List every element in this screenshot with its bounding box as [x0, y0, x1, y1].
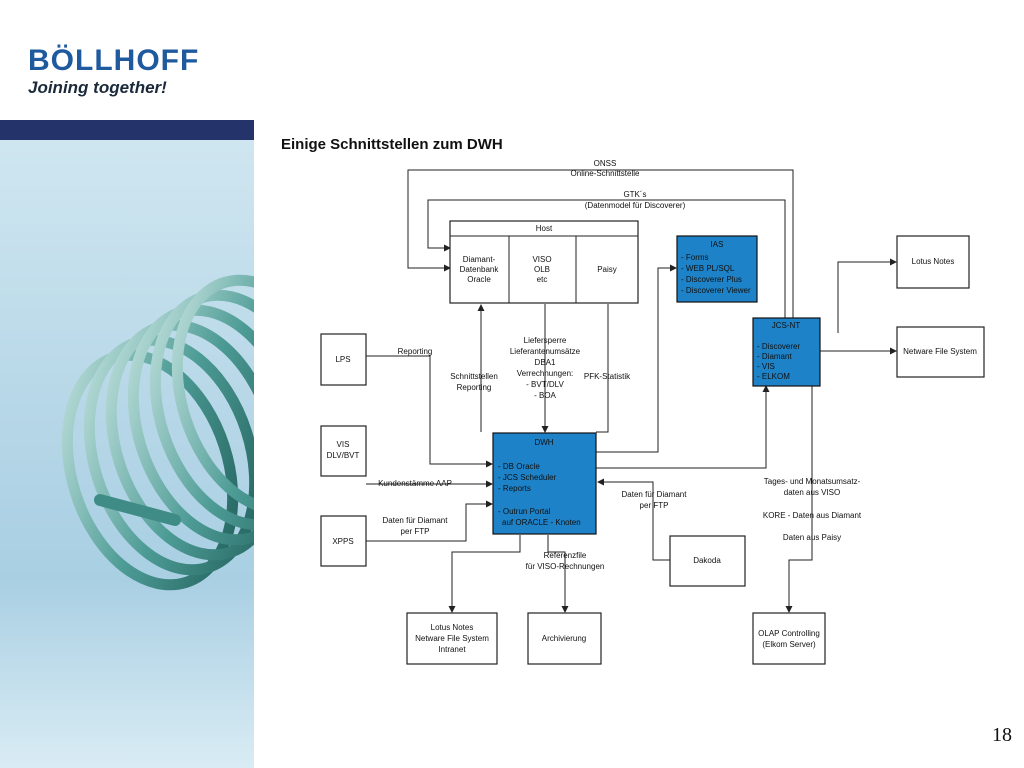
dwh-item-5: auf ORACLE - Knoten [502, 518, 581, 527]
host-viso-3: etc [537, 275, 548, 284]
paisy-dwh-connector [596, 304, 609, 433]
lotus-notes-box: Lotus Notes [896, 235, 970, 289]
archivierung-label: Archivierung [542, 634, 586, 643]
host-diamant-1: Diamant- [463, 255, 496, 264]
vis-label-2: DLV/BVT [327, 451, 360, 460]
lps-dwh-connector [366, 355, 493, 468]
dwh-box: DWH - DB Oracle - JCS Scheduler - Report… [492, 432, 597, 535]
dwh-jcs-connector [596, 385, 770, 469]
jcs-olap-connector [785, 386, 813, 613]
xpps-box: XPPS [320, 515, 367, 567]
lps-box: LPS [320, 333, 367, 386]
olap-label-2: (Elkom Server) [762, 640, 816, 649]
reporting-label: Reporting [398, 347, 433, 356]
dwh-item-1: - DB Oracle [498, 462, 540, 471]
out-ln-label-2: Netware File System [415, 634, 489, 643]
referenzfile-label-1: Referenzfile [544, 551, 587, 560]
vis-box: VIS DLV/BVT [320, 425, 367, 477]
xpps-ftp-label-2: per FTP [401, 527, 430, 536]
schnittstellen-label-2: Reporting [457, 383, 492, 392]
jcs-title: JCS-NT [772, 321, 801, 330]
host-paisy: Paisy [597, 265, 617, 274]
netware-label: Netware File System [903, 347, 977, 356]
host-title: Host [536, 224, 553, 233]
dakoda-ftp-label-1: Daten für Diamant [622, 490, 688, 499]
dakoda-label: Dakoda [693, 556, 721, 565]
gtk-label-1: GTK´s [623, 190, 646, 199]
host-diamant-2: Datenbank [460, 265, 500, 274]
schnittstellen-label-1: Schnittstellen [450, 372, 498, 381]
onss-label-2: Online-Schnittstelle [571, 169, 640, 178]
xpps-dwh-connector [366, 500, 493, 542]
netware-box: Netware File System [896, 326, 985, 378]
jcs-item-1: - Discoverer [757, 342, 800, 351]
xpps-ftp-label-1: Daten für Diamant [383, 516, 449, 525]
dwh-title: DWH [534, 438, 553, 447]
liefer-label-2: Lieferantenumsätze [510, 347, 581, 356]
bollhoff-logo: BÖLLHOFF Joining together! [28, 46, 199, 98]
dwh-item-3: - Reports [498, 484, 531, 493]
logo-wordmark: BÖLLHOFF [28, 44, 200, 77]
lps-label: LPS [335, 355, 350, 364]
paisy-data-label: Daten aus Paisy [783, 533, 841, 542]
jcs-lotus-connector [837, 258, 897, 333]
tages-label-1: Tages- und Monatsumsatz- [764, 477, 861, 486]
kore-label: KORE - Daten aus Diamant [763, 511, 862, 520]
jcs-item-3: - VIS [757, 362, 775, 371]
dakoda-box: Dakoda [669, 535, 746, 587]
liefer-label-4: Verrechnungen: [517, 369, 574, 378]
left-header-bar [0, 120, 254, 140]
liefer-label-5: - BVT/DLV [526, 380, 564, 389]
onss-connector [407, 169, 794, 318]
coil-photo [0, 140, 254, 768]
dwh-lotus-out-connector [448, 535, 521, 613]
slide-title: Einige Schnittstellen zum DWH [281, 136, 503, 153]
dwh-item-2: - JCS Scheduler [498, 473, 557, 482]
kundenstaemme-label: Kundenstämme AAP [378, 479, 452, 488]
pfk-label: PFK-Statistik [584, 372, 631, 381]
liefer-label-6: - BOA [534, 391, 556, 400]
coil-illustration [61, 274, 254, 591]
logo-tagline: Joining together! [28, 78, 167, 97]
dakoda-ftp-label-2: per FTP [640, 501, 669, 510]
xpps-label: XPPS [332, 537, 353, 546]
gtk-connector [427, 199, 786, 318]
dakoda-dwh-connector [597, 478, 670, 561]
out-ln-label-1: Lotus Notes [431, 623, 474, 632]
ias-item-3: - Discoverer Plus [681, 275, 742, 284]
ias-box: IAS - Forms - WEB PL/SQL - Discoverer Pl… [676, 235, 758, 303]
archivierung-box: Archivierung [527, 612, 602, 665]
olap-label-1: OLAP Controlling [758, 629, 820, 638]
ias-item-4: - Discoverer Viewer [681, 286, 751, 295]
ias-item-2: - WEB PL/SQL [681, 264, 735, 273]
jcs-item-4: - ELKOM [757, 372, 790, 381]
referenzfile-label-2: für VISO-Rechnungen [526, 562, 605, 571]
host-viso-1: VISO [532, 255, 551, 264]
lotus-notes-label: Lotus Notes [912, 257, 955, 266]
ias-title: IAS [711, 240, 724, 249]
jcs-item-2: - Diamant [757, 352, 792, 361]
out-ln-label-3: Intranet [438, 645, 466, 654]
gtk-label-2: (Datenmodel für Discoverer) [585, 201, 686, 210]
slide-number: 18 [992, 724, 1012, 746]
host-box: Host Diamant- Datenbank Oracle VISO OLB … [449, 220, 639, 304]
tages-label-2: daten aus VISO [784, 488, 840, 497]
dwh-ias-connector [596, 264, 677, 453]
dwh-archiv-connector [547, 535, 569, 613]
onss-label-1: ONSS [594, 159, 617, 168]
liefer-label-1: Liefersperre [524, 336, 567, 345]
vis-label-1: VIS [337, 440, 350, 449]
olap-box: OLAP Controlling (Elkom Server) [752, 612, 826, 665]
host-diamant-3: Oracle [467, 275, 491, 284]
liefer-label-3: DBA1 [535, 358, 556, 367]
ias-item-1: - Forms [681, 253, 709, 262]
lotus-netware-intranet-box: Lotus Notes Netware File System Intranet [406, 612, 498, 665]
dwh-item-4: - Outrun Portal [498, 507, 551, 516]
jcs-nt-box: JCS-NT - Discoverer - Diamant - VIS - EL… [752, 317, 821, 387]
host-viso-2: OLB [534, 265, 550, 274]
